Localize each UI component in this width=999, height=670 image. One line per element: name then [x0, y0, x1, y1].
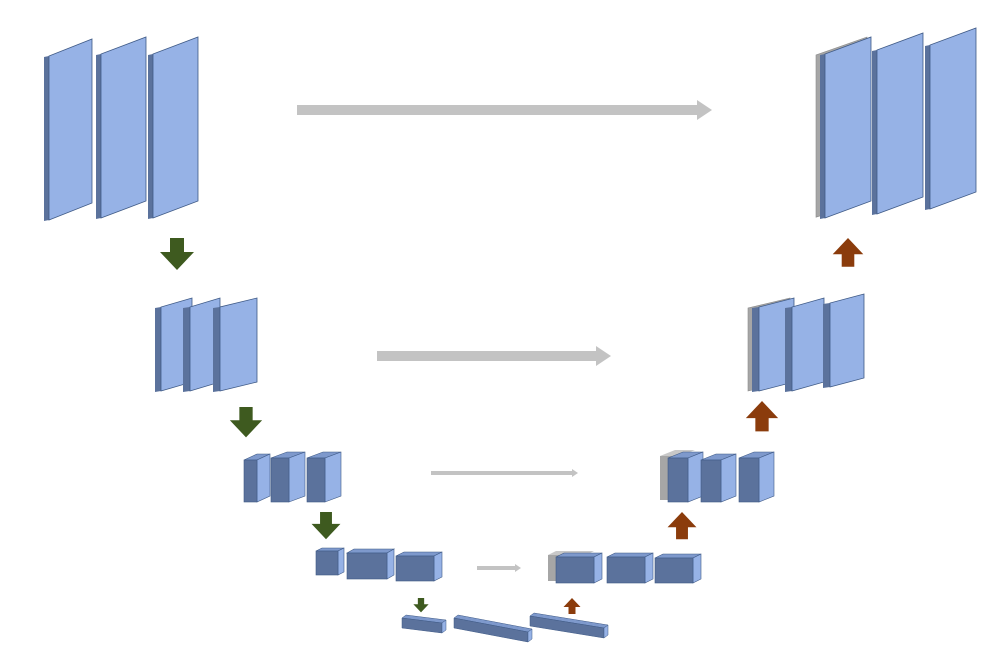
enc2-map-3-face: [219, 297, 258, 392]
dec3-map-1: [660, 450, 704, 503]
enc4-map-3-front: [395, 555, 435, 582]
bottleneck-map-1: [401, 614, 447, 634]
downsample-arrow-4: [413, 598, 429, 613]
enc2-map-2-face: [189, 297, 221, 392]
bottleneck-map-3-end: [603, 624, 609, 639]
dec3-map-1-concat-top: [660, 450, 695, 456]
skip-arrow-2: [377, 346, 611, 366]
enc2-map-2-side: [183, 307, 190, 392]
dec3-map-3-right: [758, 451, 775, 503]
dec3-map-2-front: [700, 459, 722, 503]
dec4-map-3-right: [692, 553, 702, 584]
enc1-map-2-face: [100, 36, 147, 219]
downsample-arrow-1: [160, 238, 194, 270]
dec2-map-1-side: [752, 307, 759, 392]
sampling-arrows: [160, 238, 864, 614]
dec1-map-3-face: [929, 27, 977, 210]
enc3-map-2-right: [288, 451, 306, 503]
dec4-map-3: [654, 553, 702, 584]
enc4-map-2-top: [345, 548, 396, 554]
dec1-map-2: [872, 32, 924, 215]
enc4-map-3-right: [433, 551, 443, 582]
dec4-map-2: [606, 552, 654, 584]
bottleneck-map-3: [529, 612, 609, 639]
enc1-map-1: [44, 38, 93, 221]
enc3-map-3-front: [306, 457, 326, 503]
enc3-map-1: [243, 453, 271, 503]
enc3-map-1-front: [243, 459, 258, 503]
enc2-map-2: [183, 297, 221, 392]
enc4-map-1-right: [337, 547, 345, 576]
enc2-map-1-side: [155, 307, 161, 392]
downsample-arrow-2: [229, 407, 263, 438]
enc3-map-1-right: [256, 453, 271, 503]
enc1-map-2: [96, 36, 147, 219]
enc3-map-2-front: [270, 457, 290, 503]
enc1-map-3-face: [152, 36, 199, 219]
dec1-map-1-side: [820, 54, 825, 219]
skip-connections: [297, 100, 712, 572]
downsample-arrow-3: [311, 512, 341, 540]
skip-arrow-3: [431, 469, 578, 477]
enc4-map-2-front: [346, 552, 388, 580]
dec2-map-3: [823, 293, 865, 388]
enc1-map-2-side: [96, 54, 101, 219]
enc3-map-3: [306, 451, 342, 503]
dec3-map-2: [700, 453, 737, 503]
dec2-map-2-side: [785, 307, 792, 392]
dec3-map-3: [738, 451, 775, 503]
enc1-map-1-face: [48, 38, 93, 221]
enc1-map-3-side: [148, 54, 153, 219]
enc3-map-2: [270, 451, 306, 503]
enc4-map-2: [345, 548, 396, 580]
dec2-map-2: [785, 297, 825, 392]
dec1-map-3: [925, 27, 977, 210]
enc4-map-1-front: [315, 550, 339, 576]
upsample-arrow-1: [832, 238, 864, 267]
dec2-map-3-side: [823, 303, 830, 388]
skip-arrow-4: [477, 564, 521, 572]
dec1-map-1: [815, 36, 872, 219]
dec3-map-1-front: [667, 457, 689, 503]
dec3-map-2-right: [720, 453, 737, 503]
enc1-map-3: [148, 36, 199, 219]
dec4-map-3-front: [654, 557, 694, 584]
dec2-map-2-face: [791, 297, 825, 392]
feature-maps: [44, 27, 977, 643]
upsample-arrow-3: [667, 512, 697, 540]
dec4-map-1-right: [593, 552, 603, 584]
dec4-map-2-right: [644, 552, 654, 584]
upsample-arrow-2: [745, 401, 779, 432]
enc1-map-1-side: [44, 56, 49, 221]
bottleneck-map-2: [453, 614, 533, 643]
dec1-map-1-face: [824, 36, 872, 219]
enc3-map-3-right: [324, 451, 342, 503]
skip-arrow-1: [297, 100, 712, 120]
dec3-map-3-front: [738, 457, 760, 503]
dec2-map-3-face: [829, 293, 865, 388]
enc4-map-3: [395, 551, 443, 582]
enc4-map-2-right: [386, 548, 395, 580]
bottleneck-map-2-end: [527, 628, 533, 643]
bottleneck-map-1-end: [441, 619, 447, 634]
dec4-map-2-front: [606, 556, 646, 584]
enc4-map-1: [315, 547, 345, 576]
dec4-map-1: [548, 551, 603, 584]
enc2-map-3: [213, 297, 258, 392]
enc2-map-3-side: [213, 307, 220, 392]
upsample-arrow-4: [563, 598, 581, 614]
dec1-map-3-side: [925, 45, 930, 210]
dec1-map-2-face: [876, 32, 924, 215]
dec1-map-2-side: [872, 50, 877, 215]
dec4-map-1-front: [555, 556, 595, 584]
